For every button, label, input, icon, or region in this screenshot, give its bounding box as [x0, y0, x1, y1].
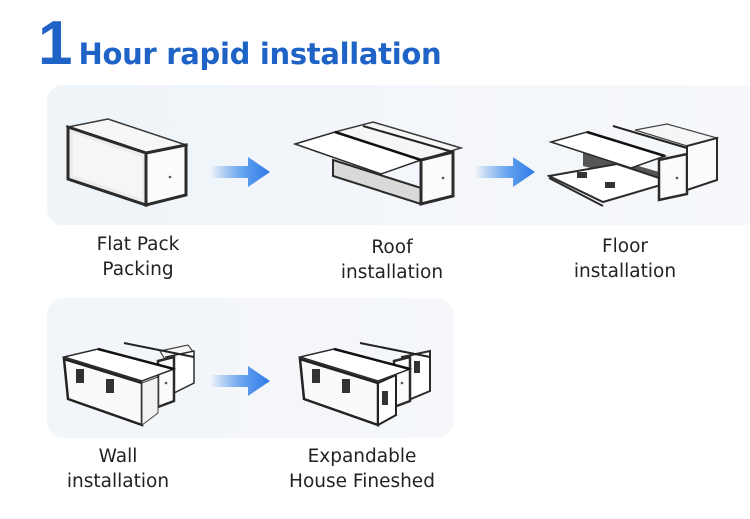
page-title: 1 Hour rapid installation: [38, 9, 442, 78]
title-number: 1: [38, 9, 73, 78]
arrow-right-icon: [475, 157, 535, 187]
floor-installation-icon: [547, 123, 720, 207]
step-label-line: installation: [573, 261, 677, 282]
wall-installation-icon: [62, 342, 196, 427]
folded-container-icon: [65, 118, 189, 208]
step-label-line: Packing: [102, 259, 174, 280]
step-label-line: installation: [340, 262, 444, 283]
title-text: Hour rapid installation: [78, 37, 442, 71]
finished-house-icon: [298, 342, 431, 427]
step-label-roof: Roof installation: [322, 235, 462, 285]
arrow-right-icon: [210, 157, 270, 187]
arrow-right-icon: [210, 366, 270, 396]
step-label-line: Wall: [98, 446, 138, 467]
roof-installation-icon: [293, 121, 463, 206]
step-label-line: Flat Pack: [96, 234, 180, 255]
step-label-line: House Fineshed: [289, 471, 435, 492]
step-label-line: Floor: [601, 236, 649, 257]
step-label-line: Roof: [371, 237, 413, 258]
step-label-flat-pack: Flat Pack Packing: [78, 232, 198, 282]
step-label-floor: Floor installation: [555, 234, 695, 284]
step-label-line: installation: [66, 471, 170, 492]
step-label-wall: Wall installation: [48, 444, 188, 494]
step-label-finished: Expandable House Fineshed: [272, 444, 452, 494]
step-label-line: Expandable: [307, 446, 417, 467]
